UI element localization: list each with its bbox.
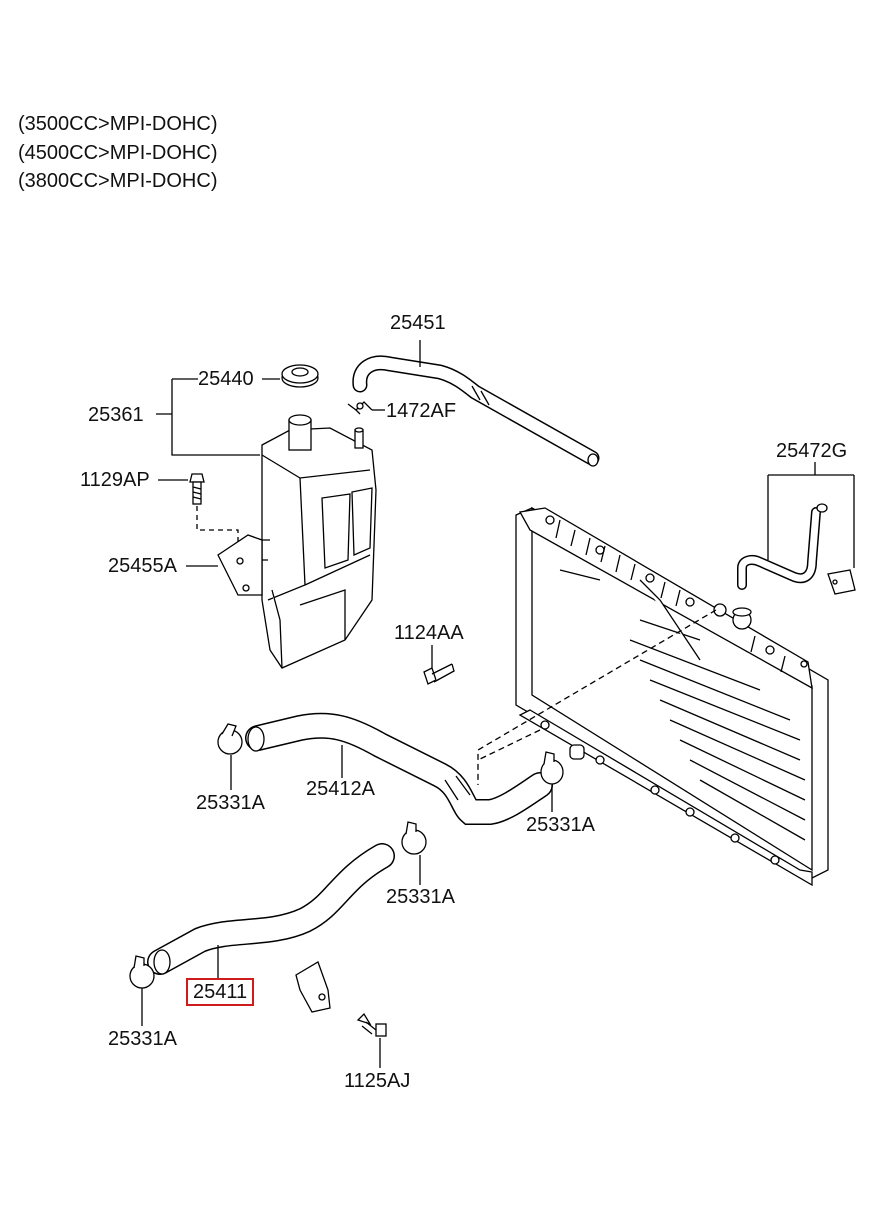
label-1472AF[interactable]: 1472AF xyxy=(386,400,457,422)
hose-clamp-25331A-3[interactable] xyxy=(401,821,427,855)
overflow-pipe-25472G[interactable] xyxy=(737,503,856,595)
bracket-25455A[interactable] xyxy=(217,534,263,596)
label-25331A-2[interactable]: 25331A xyxy=(526,814,595,836)
reservoir-cap-25440[interactable] xyxy=(281,364,319,388)
bolt-1125AJ[interactable] xyxy=(356,1012,387,1037)
label-25361[interactable]: 25361 xyxy=(88,404,144,426)
label-25331A-1[interactable]: 25331A xyxy=(196,792,265,814)
clip-1472AF[interactable] xyxy=(347,401,373,415)
hose-clamp-25331A-1[interactable] xyxy=(217,723,243,755)
leader-25472G xyxy=(767,474,855,568)
dash-radiator-hose-2 xyxy=(477,729,541,761)
radiator-hose-25411[interactable] xyxy=(147,843,395,975)
dash-radiator-hose xyxy=(477,609,717,785)
engine-variant-1: (3500CC>MPI-DOHC) xyxy=(18,113,218,135)
label-1124AA[interactable]: 1124AA xyxy=(394,622,464,644)
label-25440[interactable]: 25440 xyxy=(198,368,254,390)
bolt-1124AA[interactable] xyxy=(423,663,455,685)
label-25451[interactable]: 25451 xyxy=(390,312,446,334)
label-25455A[interactable]: 25455A xyxy=(108,555,177,577)
label-25412A[interactable]: 25412A xyxy=(306,778,375,800)
reservoir-hose-25451[interactable] xyxy=(352,355,600,467)
radiator-assembly[interactable] xyxy=(515,506,829,887)
coolant-reservoir-tank[interactable] xyxy=(261,414,377,669)
radiator-hose-25412A[interactable] xyxy=(245,712,553,825)
label-25472G[interactable]: 25472G xyxy=(776,440,848,462)
label-25331A-3[interactable]: 25331A xyxy=(386,886,455,908)
label-1129AP[interactable]: 1129AP xyxy=(80,469,150,491)
label-25411-highlighted[interactable]: 25411 xyxy=(186,978,255,1006)
leader-25361 xyxy=(156,378,260,456)
hose-bracket[interactable] xyxy=(295,961,331,1013)
engine-variant-list: (3500CC>MPI-DOHC) (4500CC>MPI-DOHC) (380… xyxy=(18,110,217,196)
hose-clamp-25331A-2[interactable] xyxy=(540,751,564,785)
engine-variant-2: (4500CC>MPI-DOHC) xyxy=(18,141,218,164)
dash-1129AP xyxy=(196,506,239,560)
engine-variant-3: (3800CC>MPI-DOHC) xyxy=(18,170,218,192)
label-1125AJ[interactable]: 1125AJ xyxy=(344,1070,411,1092)
bolt-1129AP[interactable] xyxy=(189,473,205,505)
label-25331A-4[interactable]: 25331A xyxy=(108,1028,177,1050)
